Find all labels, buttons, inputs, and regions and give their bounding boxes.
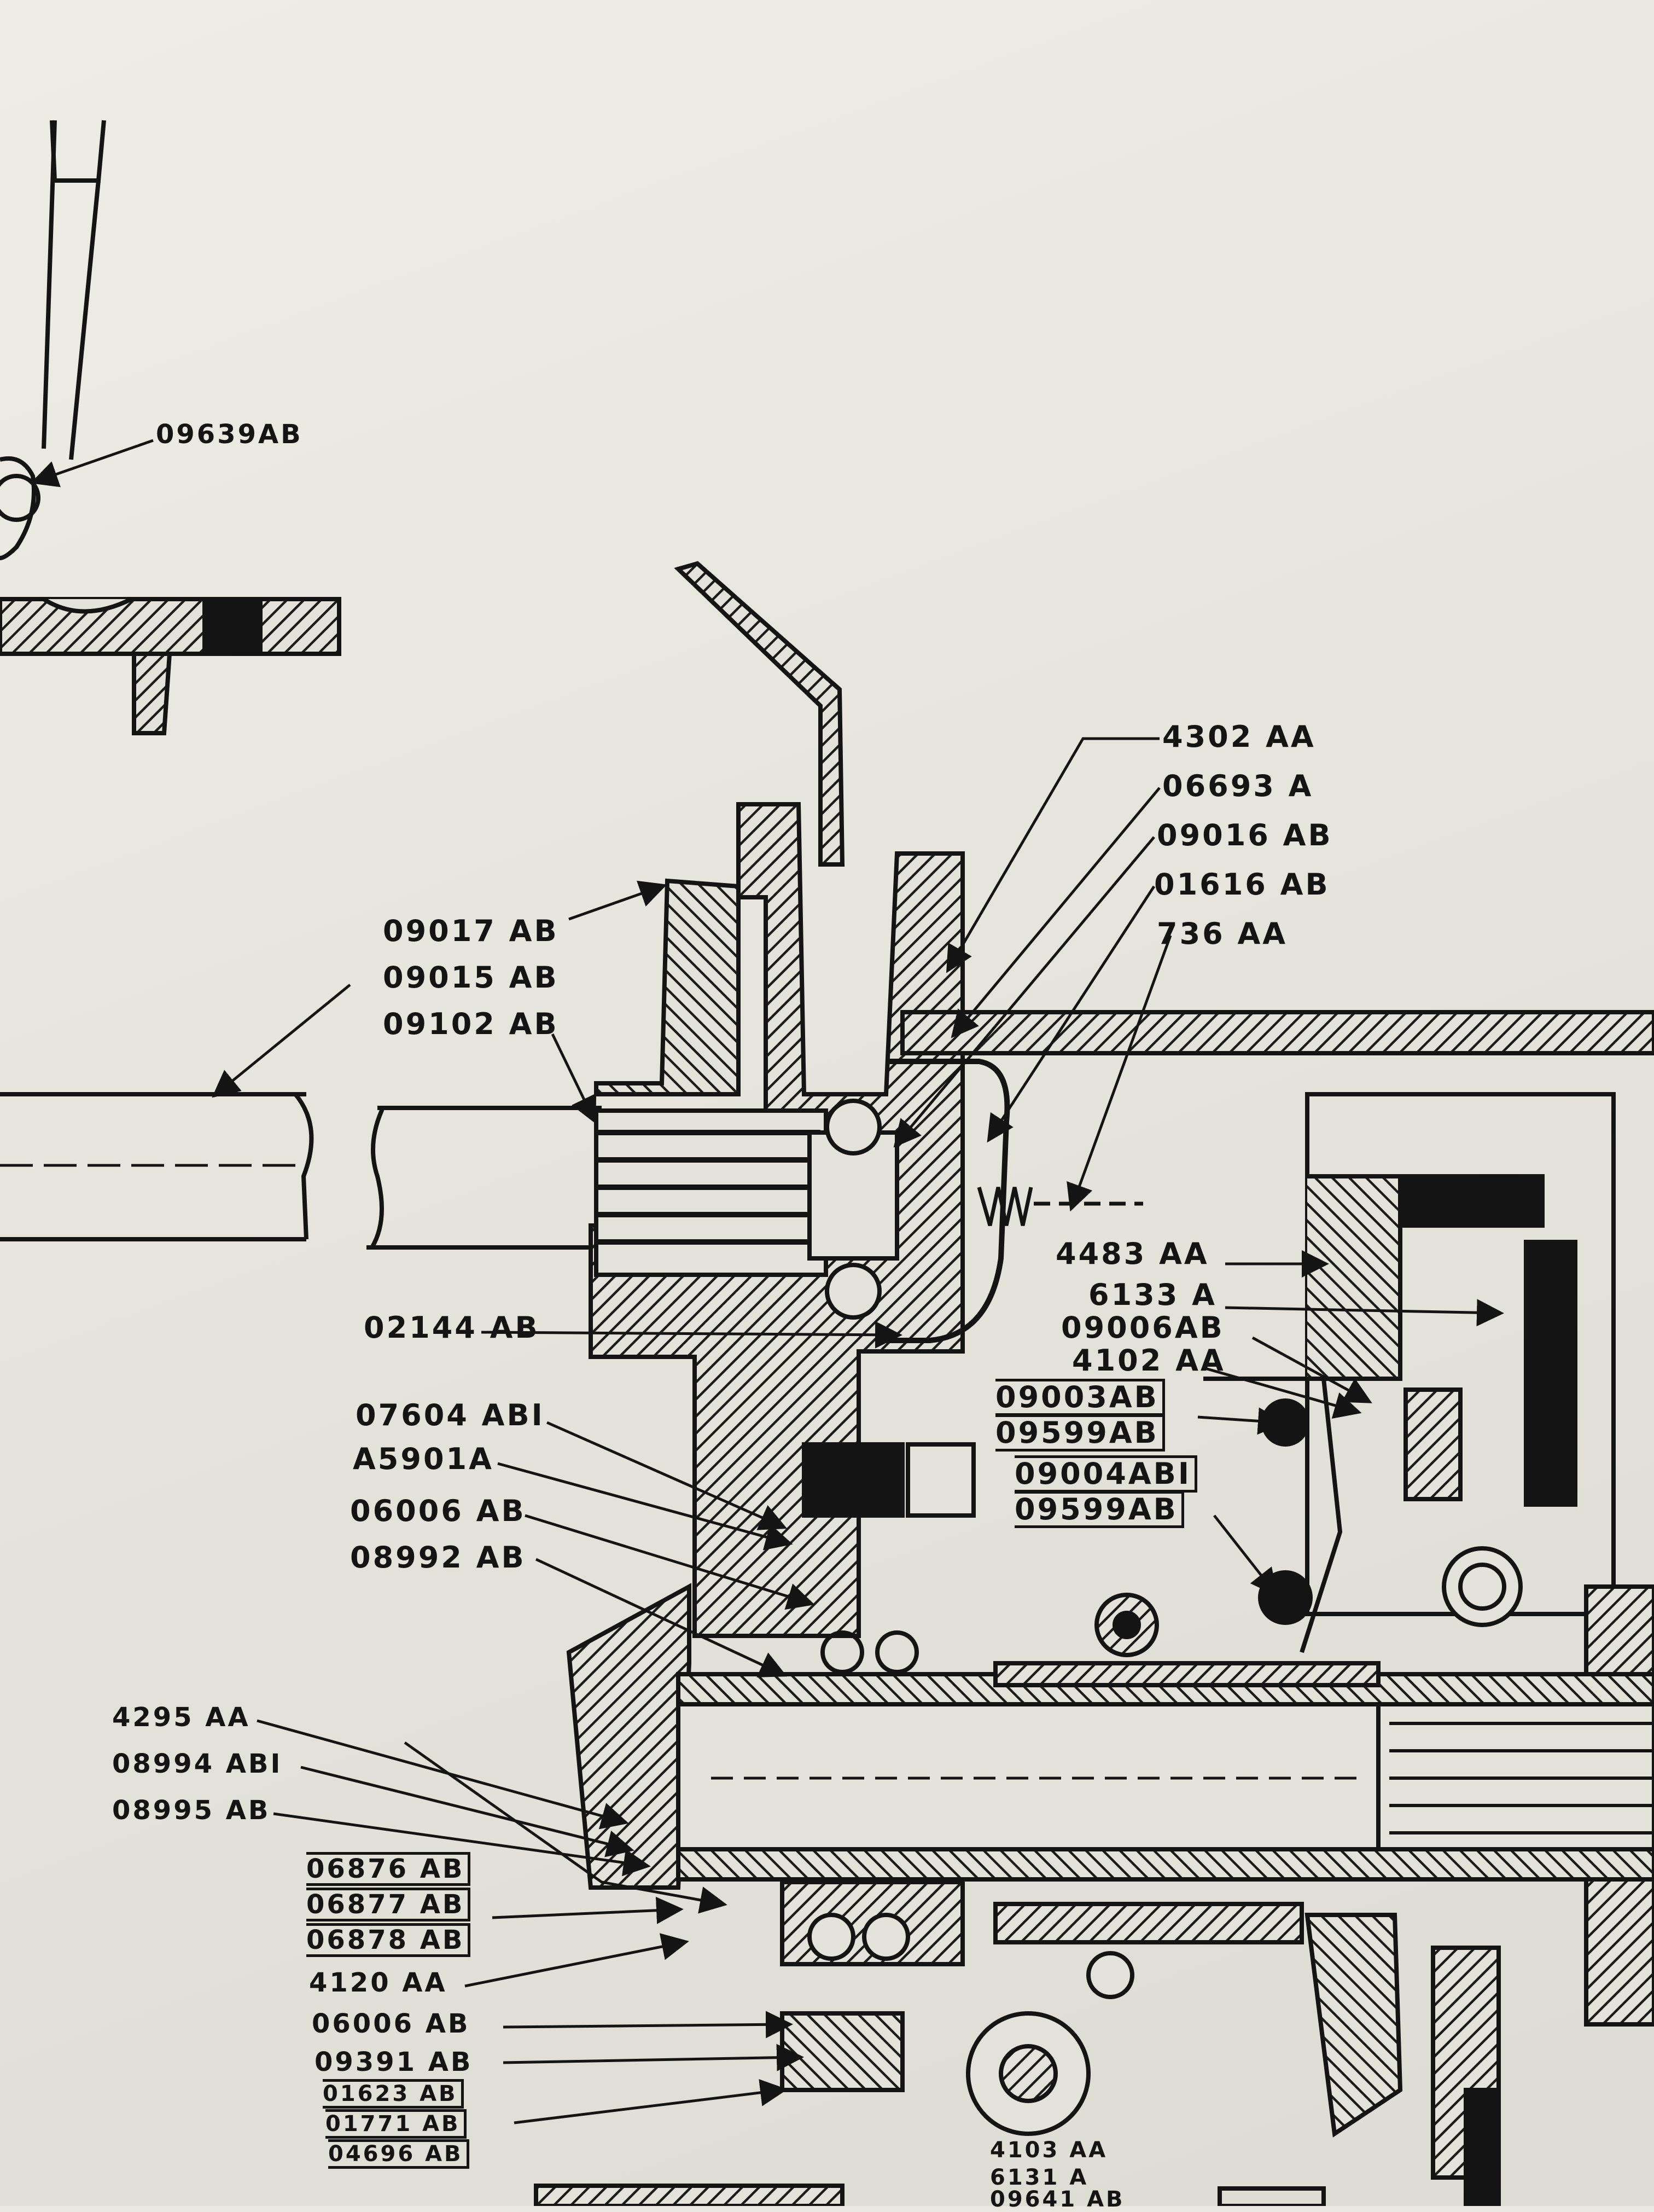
- top-left-flange: [0, 597, 341, 735]
- part-label-09639ab: 09639AB: [156, 419, 303, 450]
- part-label-09599ab-upper: 09599AB: [995, 1414, 1165, 1452]
- part-label-06878ab: 06878 AB: [306, 1923, 471, 1957]
- part-label-08995ab: 08995 AB: [112, 1795, 271, 1826]
- part-label-4103aa: 4103 AA: [990, 2138, 1108, 2163]
- part-label-4302aa: 4302 AA: [1162, 719, 1316, 754]
- part-label-4483aa: 4483 AA: [1056, 1236, 1209, 1271]
- drive-shaft: [0, 1092, 602, 1250]
- part-label-6133a: 6133 A: [1088, 1278, 1217, 1312]
- lever-rod: [674, 561, 845, 867]
- upper-shaft: [900, 1010, 1654, 1055]
- part-label-01616ab: 01616 AB: [1154, 867, 1330, 902]
- part-label-01623ab: 01623 AB: [323, 2079, 464, 2109]
- part-label-4102aa: 4102 AA: [1072, 1343, 1226, 1378]
- part-label-09003ab: 09003AB: [995, 1379, 1165, 1416]
- part-label-08992ab: 08992 AB: [350, 1540, 526, 1575]
- part-label-08994abi: 08994 ABI: [112, 1749, 283, 1779]
- top-left-lever: [0, 120, 106, 560]
- part-label-06006ab-lower: 06006 AB: [312, 2008, 470, 2039]
- leader-lines: [30, 439, 1504, 2124]
- part-label-736aa: 736 AA: [1157, 916, 1288, 951]
- part-label-6131a: 6131 A: [990, 2165, 1089, 2190]
- part-label-4120aa: 4120 AA: [309, 1967, 447, 1998]
- part-label-09102ab: 09102 AB: [383, 1007, 559, 1041]
- part-label-01771ab: 01771 AB: [325, 2109, 467, 2139]
- part-label-09641ab: 09641 AB: [990, 2187, 1125, 2212]
- part-label-06876ab: 06876 AB: [306, 1852, 471, 1886]
- part-label-a5901a: A5901A: [353, 1442, 494, 1476]
- part-label-07604abi: 07604 ABI: [356, 1398, 545, 1432]
- part-label-06693a: 06693 A: [1162, 769, 1314, 803]
- part-label-4295aa: 4295 AA: [112, 1702, 251, 1733]
- bottom-assembly: [534, 1880, 1501, 2206]
- right-housing: [1203, 1092, 1654, 2027]
- part-label-09599ab-lower: 09599AB: [1015, 1491, 1184, 1528]
- part-label-09016ab: 09016 AB: [1157, 818, 1333, 852]
- part-label-02144ab: 02144 AB: [364, 1310, 540, 1345]
- part-label-09004abi: 09004ABI: [1015, 1455, 1197, 1493]
- center-housing: [589, 802, 1010, 1638]
- part-label-09006ab: 09006AB: [1061, 1310, 1225, 1345]
- part-label-06006ab-upper: 06006 AB: [350, 1494, 526, 1528]
- part-label-06877ab: 06877 AB: [306, 1888, 471, 1921]
- part-label-04696ab: 04696 AB: [328, 2139, 469, 2169]
- part-label-09015ab: 09015 AB: [383, 960, 559, 995]
- part-label-09391ab: 09391 AB: [315, 2047, 473, 2077]
- part-label-09017ab: 09017 AB: [383, 914, 559, 948]
